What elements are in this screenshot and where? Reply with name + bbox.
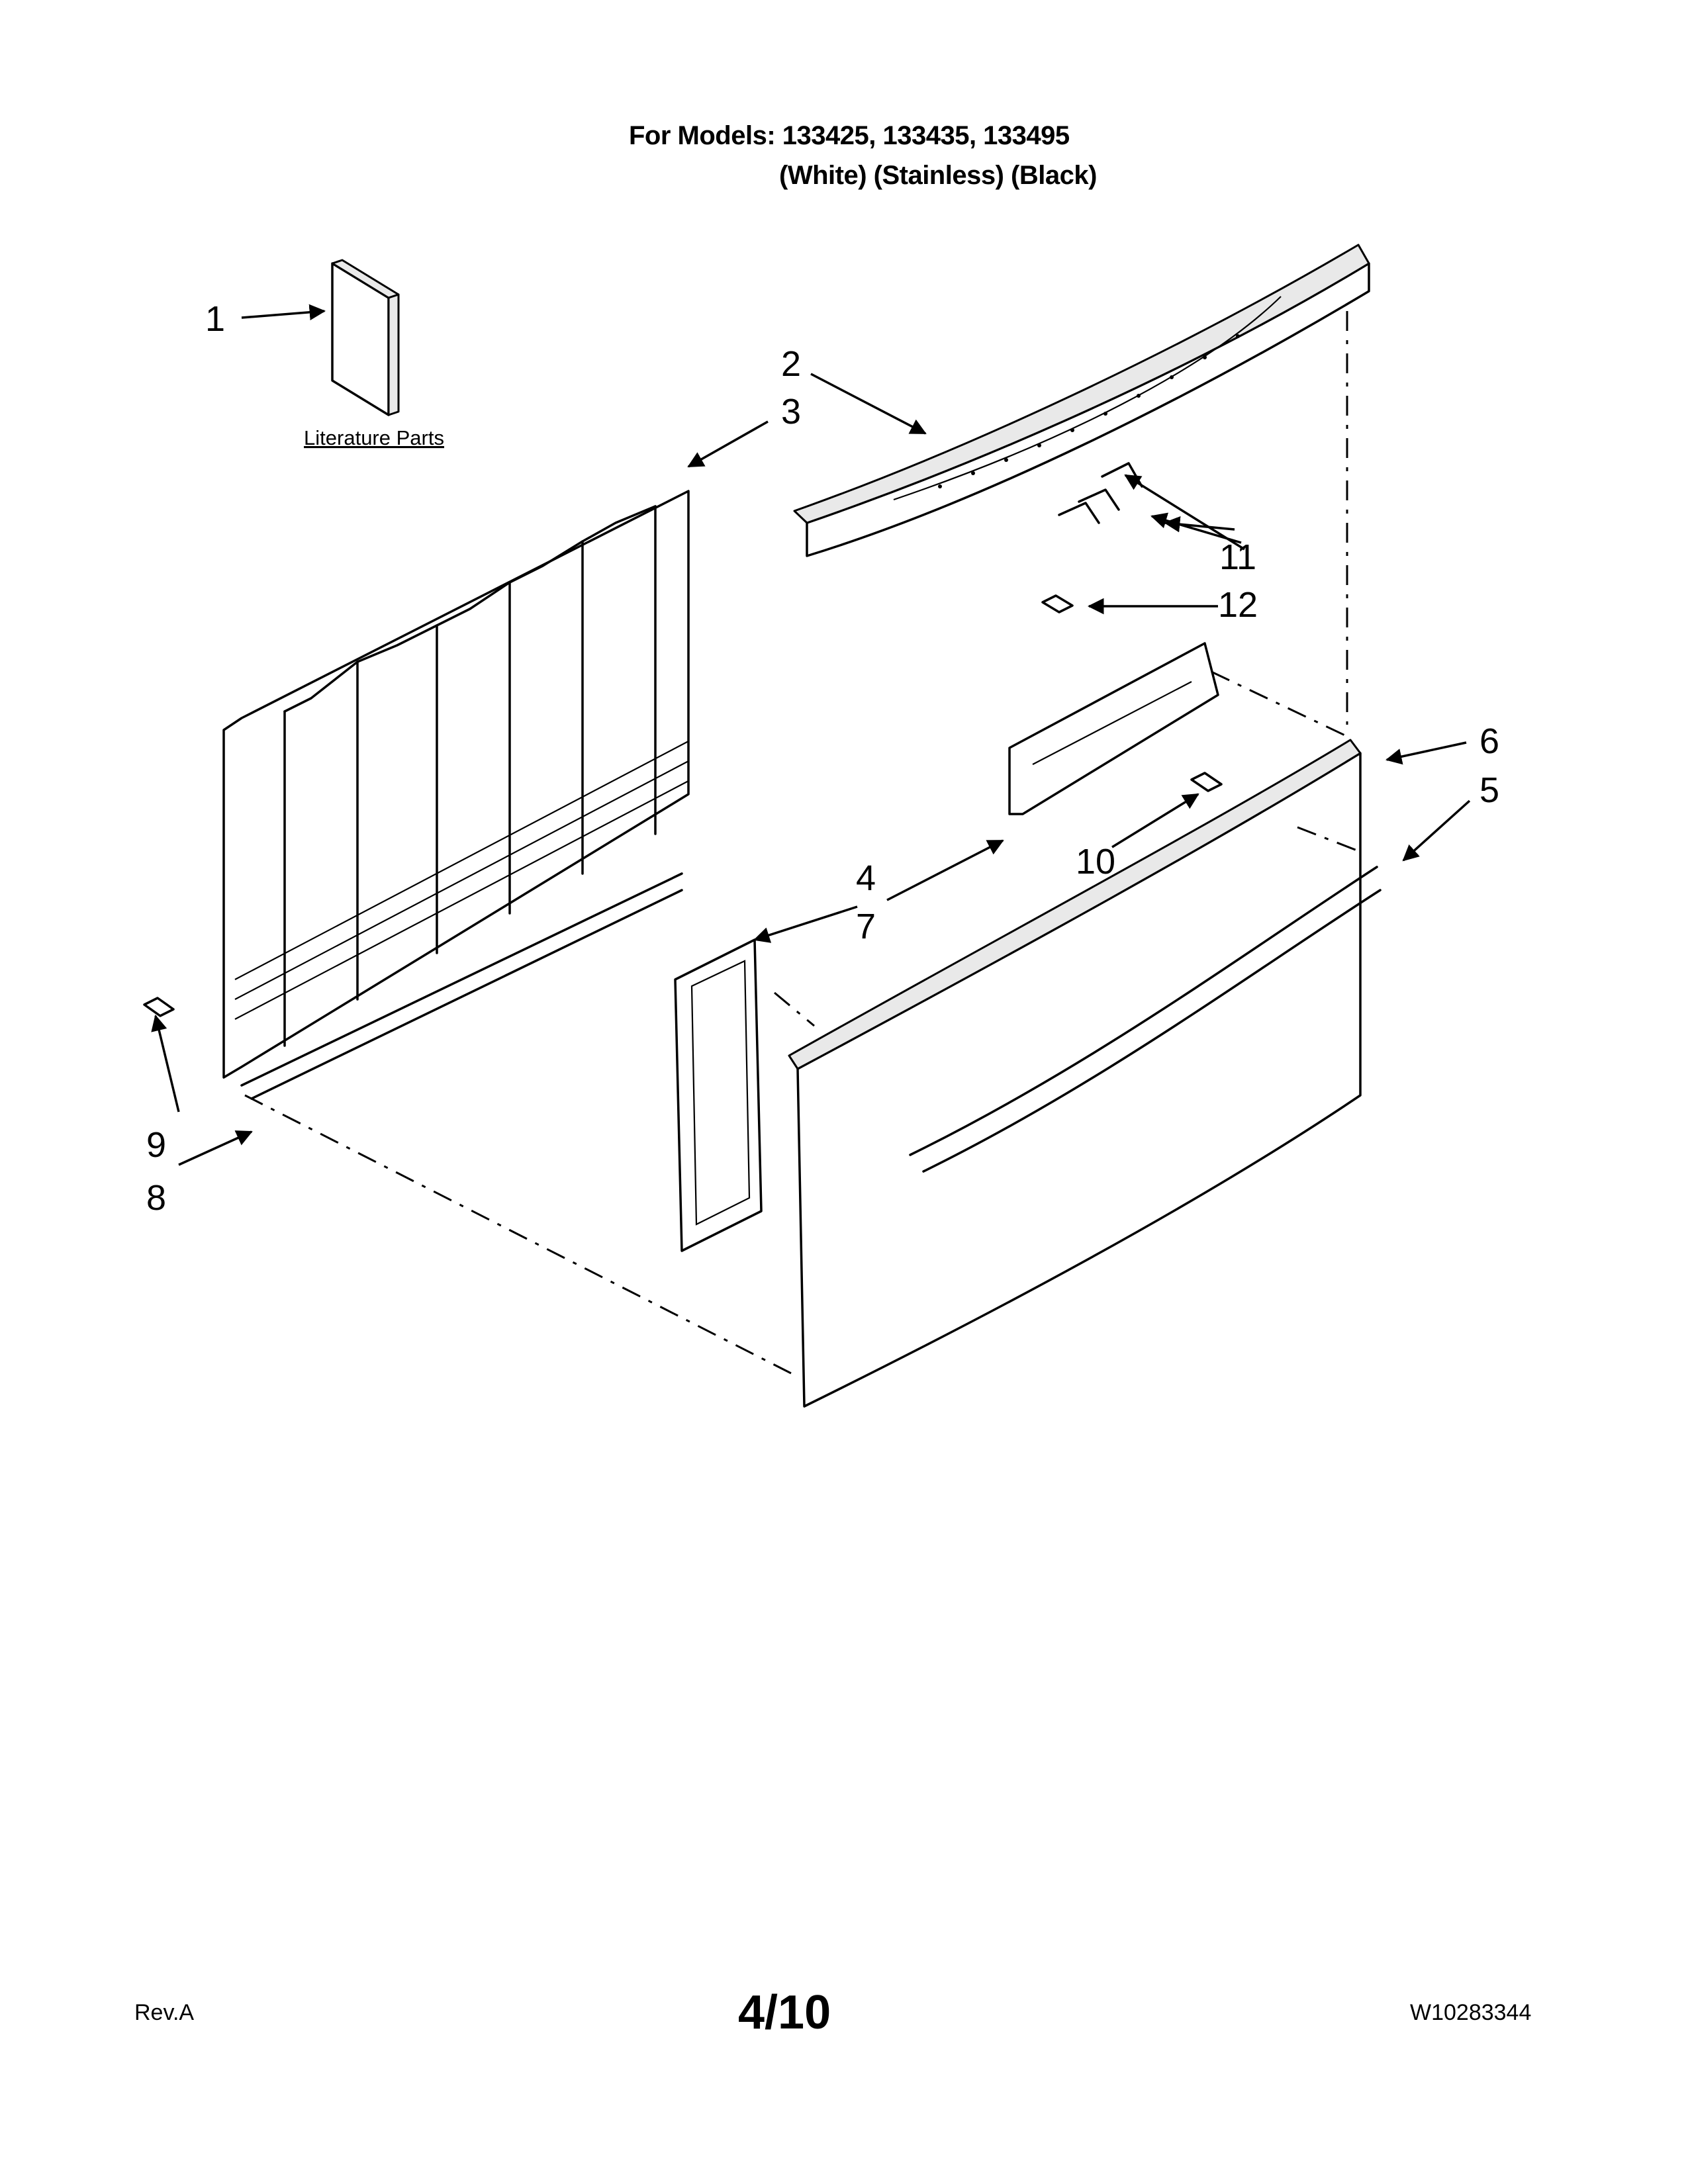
revision-label: Rev.A [134, 2000, 195, 2025]
callout-12: 12 [1218, 585, 1258, 625]
literature-book-part [331, 259, 400, 416]
clip-parts-11 [1058, 462, 1143, 524]
page-number: 4/10 [738, 1986, 831, 2039]
callout-11: 11 [1219, 537, 1256, 577]
callout-2: 2 [781, 344, 801, 384]
callout-7: 7 [856, 907, 876, 946]
callout-5: 5 [1479, 770, 1499, 810]
screw-part-9 [143, 997, 175, 1017]
callout-1: 1 [205, 299, 225, 339]
control-panel-buttons [938, 334, 1240, 488]
callout-10: 10 [1076, 842, 1115, 882]
callout-6: 6 [1479, 721, 1499, 761]
freezer-divider-part [222, 490, 690, 1100]
callout-9: 9 [146, 1125, 166, 1165]
side-bracket-part [674, 938, 763, 1252]
literature-parts-label: Literature Parts [304, 426, 444, 449]
callout-8: 8 [146, 1178, 166, 1218]
models-header: For Models: 133425, 133435, 133495 [629, 121, 1070, 150]
screw-part-12 [1041, 594, 1074, 614]
screw-part-10 [1190, 772, 1223, 792]
callout-4: 4 [856, 858, 876, 898]
callout-3: 3 [781, 392, 801, 432]
handle-bracket-part [1008, 642, 1219, 815]
document-number: W10283344 [1410, 2000, 1532, 2025]
control-panel-part [793, 244, 1370, 557]
colors-header: (White) (Stainless) (Black) [779, 161, 1097, 190]
drawer-front-part [788, 739, 1382, 1408]
